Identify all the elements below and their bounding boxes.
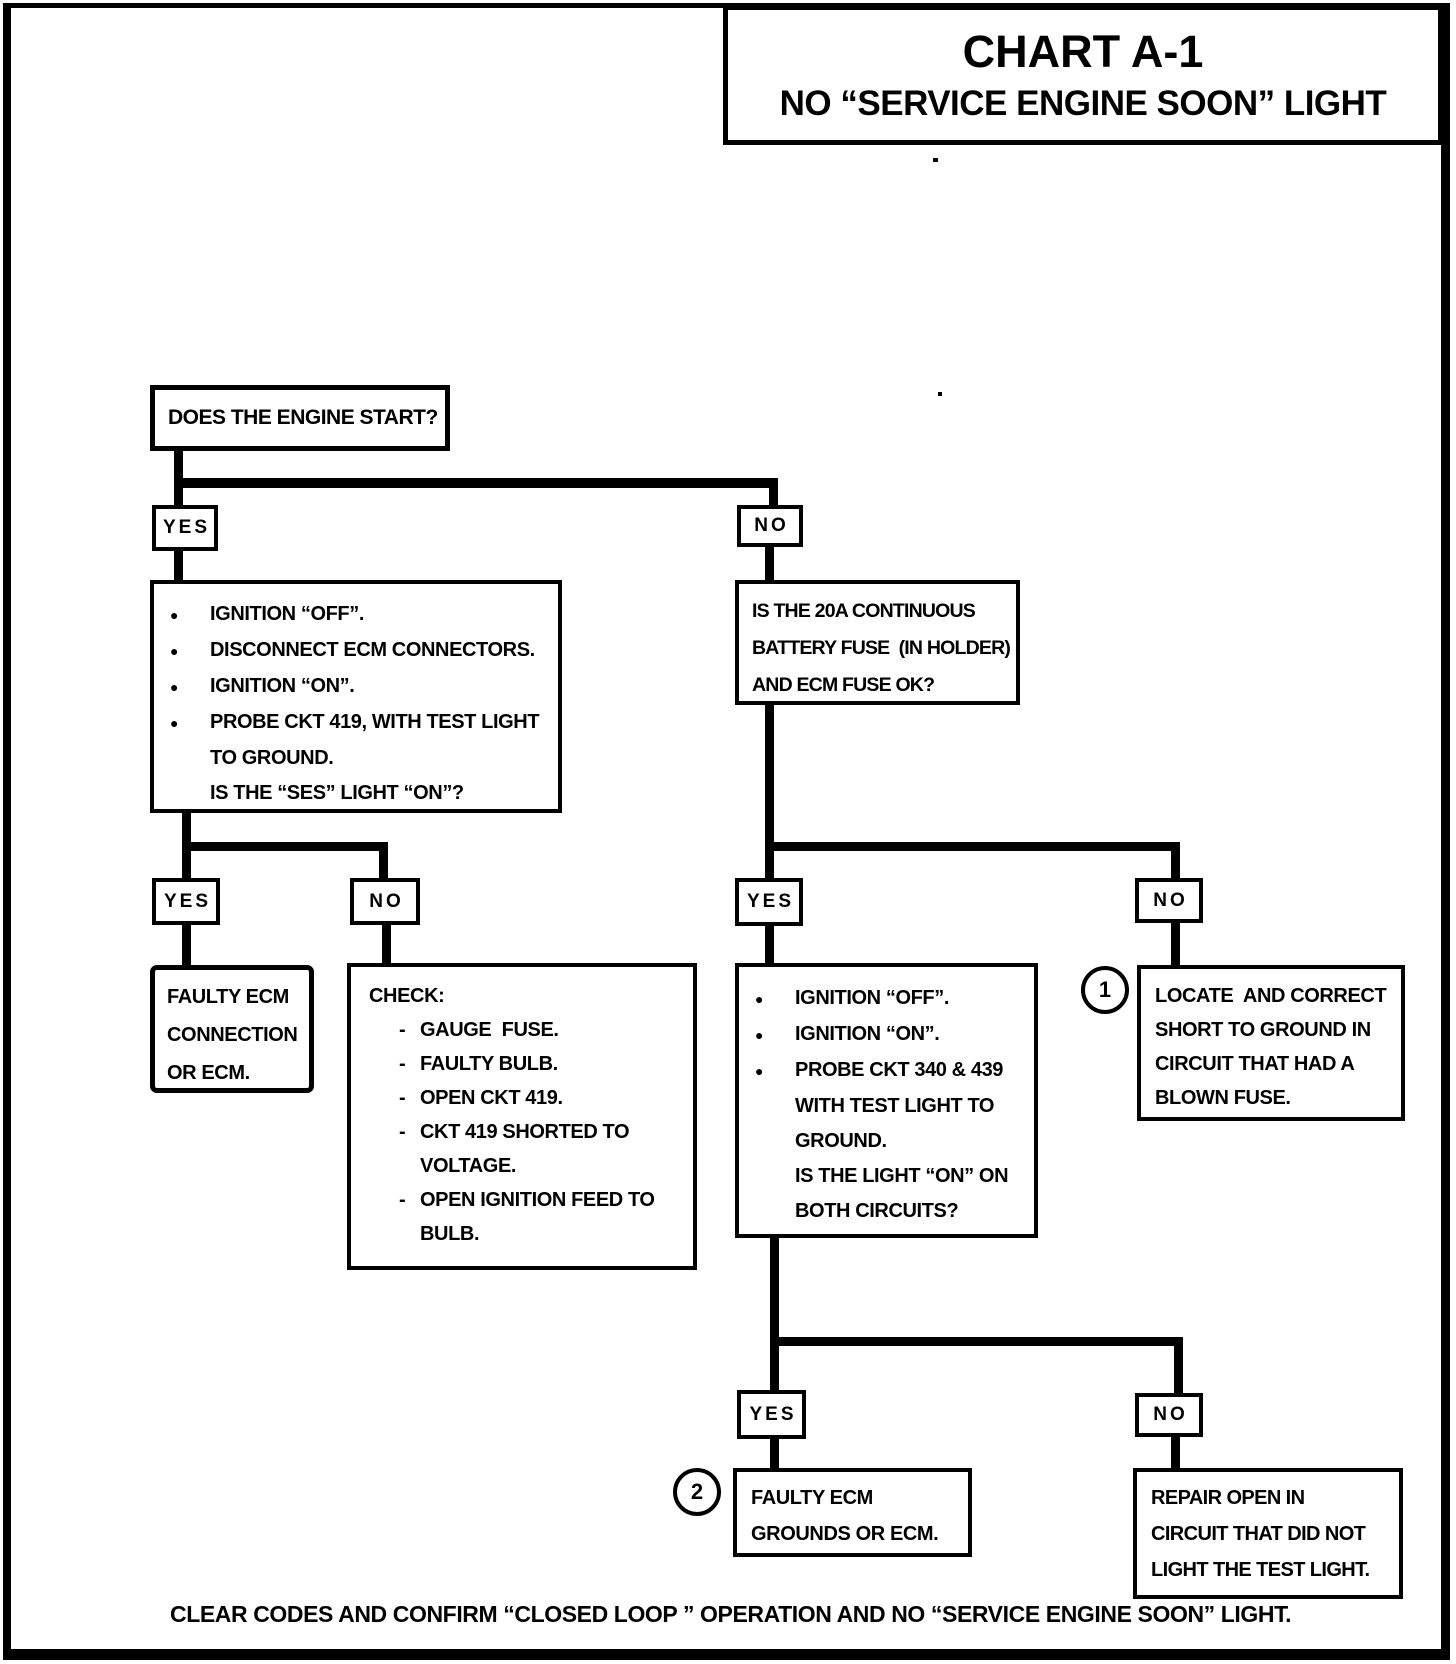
connector-line xyxy=(769,488,778,505)
bullet-icon: ● xyxy=(170,607,179,623)
node-faulty-ecm-connection: FAULTY ECM CONNECTION OR ECM. xyxy=(150,965,314,1093)
bullet-icon: ● xyxy=(170,715,179,731)
step-line: BATTERY FUSE (IN HOLDER) xyxy=(752,637,1011,659)
note-badge-2: 2 xyxy=(673,1468,721,1516)
connector-line xyxy=(770,1337,1183,1346)
branch-label-no: NO xyxy=(737,505,803,547)
connector-line xyxy=(1171,851,1180,878)
connector-line xyxy=(174,488,183,505)
dash-icon: - xyxy=(399,1189,406,1211)
bullet-icon: ● xyxy=(755,991,764,1007)
label-text: NO xyxy=(369,890,404,912)
step-line: TO GROUND. xyxy=(210,747,334,769)
connector-line xyxy=(770,1439,779,1468)
branch-label-no: NO xyxy=(1135,878,1203,923)
step-line: ●IGNITION “OFF”. xyxy=(154,597,558,633)
connector-line xyxy=(1171,1437,1180,1468)
branch-label-yes: YES xyxy=(737,1390,806,1439)
node-fuse-question: IS THE 20A CONTINUOUS BATTERY FUSE (IN H… xyxy=(735,580,1020,705)
connector-line xyxy=(379,851,388,878)
note-badge-1: 1 xyxy=(1081,966,1129,1014)
connector-line xyxy=(765,926,774,963)
label-text: NO xyxy=(754,515,789,536)
connector-line xyxy=(765,842,1180,851)
label-text: YES xyxy=(163,890,212,912)
footer-note: CLEAR CODES AND CONFIRM “CLOSED LOOP ” O… xyxy=(170,1601,1292,1627)
node-right-steps: ●IGNITION “OFF”. ●IGNITION “ON”. ●PROBE … xyxy=(735,963,1038,1238)
bullet-icon: ● xyxy=(170,679,179,695)
bullet-icon: ● xyxy=(755,1063,764,1079)
node-check-list: CHECK: -GAUGE FUSE. -FAULTY BULB. -OPEN … xyxy=(347,963,697,1270)
connector-line xyxy=(182,842,388,851)
connector-line xyxy=(182,851,191,878)
dash-icon: - xyxy=(399,1087,406,1109)
label-text: NO xyxy=(1153,1404,1188,1425)
bullet-icon: ● xyxy=(755,1027,764,1043)
step-line: IS THE “SES” LIGHT “ON”? xyxy=(210,782,464,804)
page-border-left xyxy=(3,3,11,1656)
page-border-bottom xyxy=(3,1649,1450,1660)
branch-label-no: NO xyxy=(350,878,420,925)
connector-line xyxy=(765,851,774,878)
title-box: CHART A-1 NO “SERVICE ENGINE SOON” LIGHT xyxy=(723,5,1443,145)
label-text: YES xyxy=(749,1403,797,1425)
node-left-steps: ●IGNITION “OFF”. ●DISCONNECT ECM CONNECT… xyxy=(150,580,562,813)
scan-artifact-dot xyxy=(933,158,938,162)
connector-line xyxy=(765,543,774,580)
bullet-icon: ● xyxy=(170,643,179,659)
chart-subtitle: NO “SERVICE ENGINE SOON” LIGHT xyxy=(779,84,1387,123)
step-line: ●PROBE CKT 419, WITH TEST LIGHT xyxy=(154,705,558,741)
badge-number: 1 xyxy=(1098,977,1112,1002)
scan-artifact-dot xyxy=(938,392,942,396)
dash-icon: - xyxy=(399,1019,406,1041)
dash-icon: - xyxy=(399,1121,406,1143)
node-faulty-grounds: FAULTY ECM GROUNDS OR ECM. xyxy=(733,1468,972,1557)
page-border-right xyxy=(1441,3,1450,1656)
step-line: ●IGNITION “ON”. xyxy=(154,669,558,705)
chart-title: CHART A-1 xyxy=(962,26,1204,77)
badge-number: 2 xyxy=(690,1479,704,1504)
step-line: AND ECM FUSE OK? xyxy=(752,674,935,696)
step-line: ●DISCONNECT ECM CONNECTORS. xyxy=(154,633,558,669)
branch-label-yes: YES xyxy=(735,878,803,926)
label-text: NO xyxy=(1153,889,1188,911)
connector-line xyxy=(182,813,191,847)
branch-label-no: NO xyxy=(1135,1393,1203,1437)
node-repair-open: REPAIR OPEN IN CIRCUIT THAT DID NOT LIGH… xyxy=(1133,1468,1403,1599)
check-heading: CHECK: xyxy=(369,985,445,1007)
connector-line xyxy=(174,451,183,488)
node-locate-short: LOCATE AND CORRECT SHORT TO GROUND IN CI… xyxy=(1137,965,1405,1121)
connector-line xyxy=(174,478,778,488)
label-text: YES xyxy=(162,517,211,538)
node-engine-start-question: DOES THE ENGINE START? xyxy=(150,385,450,451)
branch-label-yes: YES xyxy=(152,505,218,551)
connector-line xyxy=(770,1346,779,1390)
label-text: YES xyxy=(746,891,795,912)
connector-line xyxy=(765,703,774,842)
branch-label-yes: YES xyxy=(152,878,220,925)
connector-line xyxy=(1174,1346,1183,1393)
step-line: IS THE 20A CONTINUOUS xyxy=(752,600,976,622)
connector-line xyxy=(770,1238,779,1337)
connector-line xyxy=(174,551,183,580)
connector-line xyxy=(182,925,191,965)
node-text: DOES THE ENGINE START? xyxy=(168,406,438,429)
connector-line xyxy=(1171,923,1180,965)
connector-line xyxy=(382,925,391,963)
dash-icon: - xyxy=(399,1053,406,1075)
